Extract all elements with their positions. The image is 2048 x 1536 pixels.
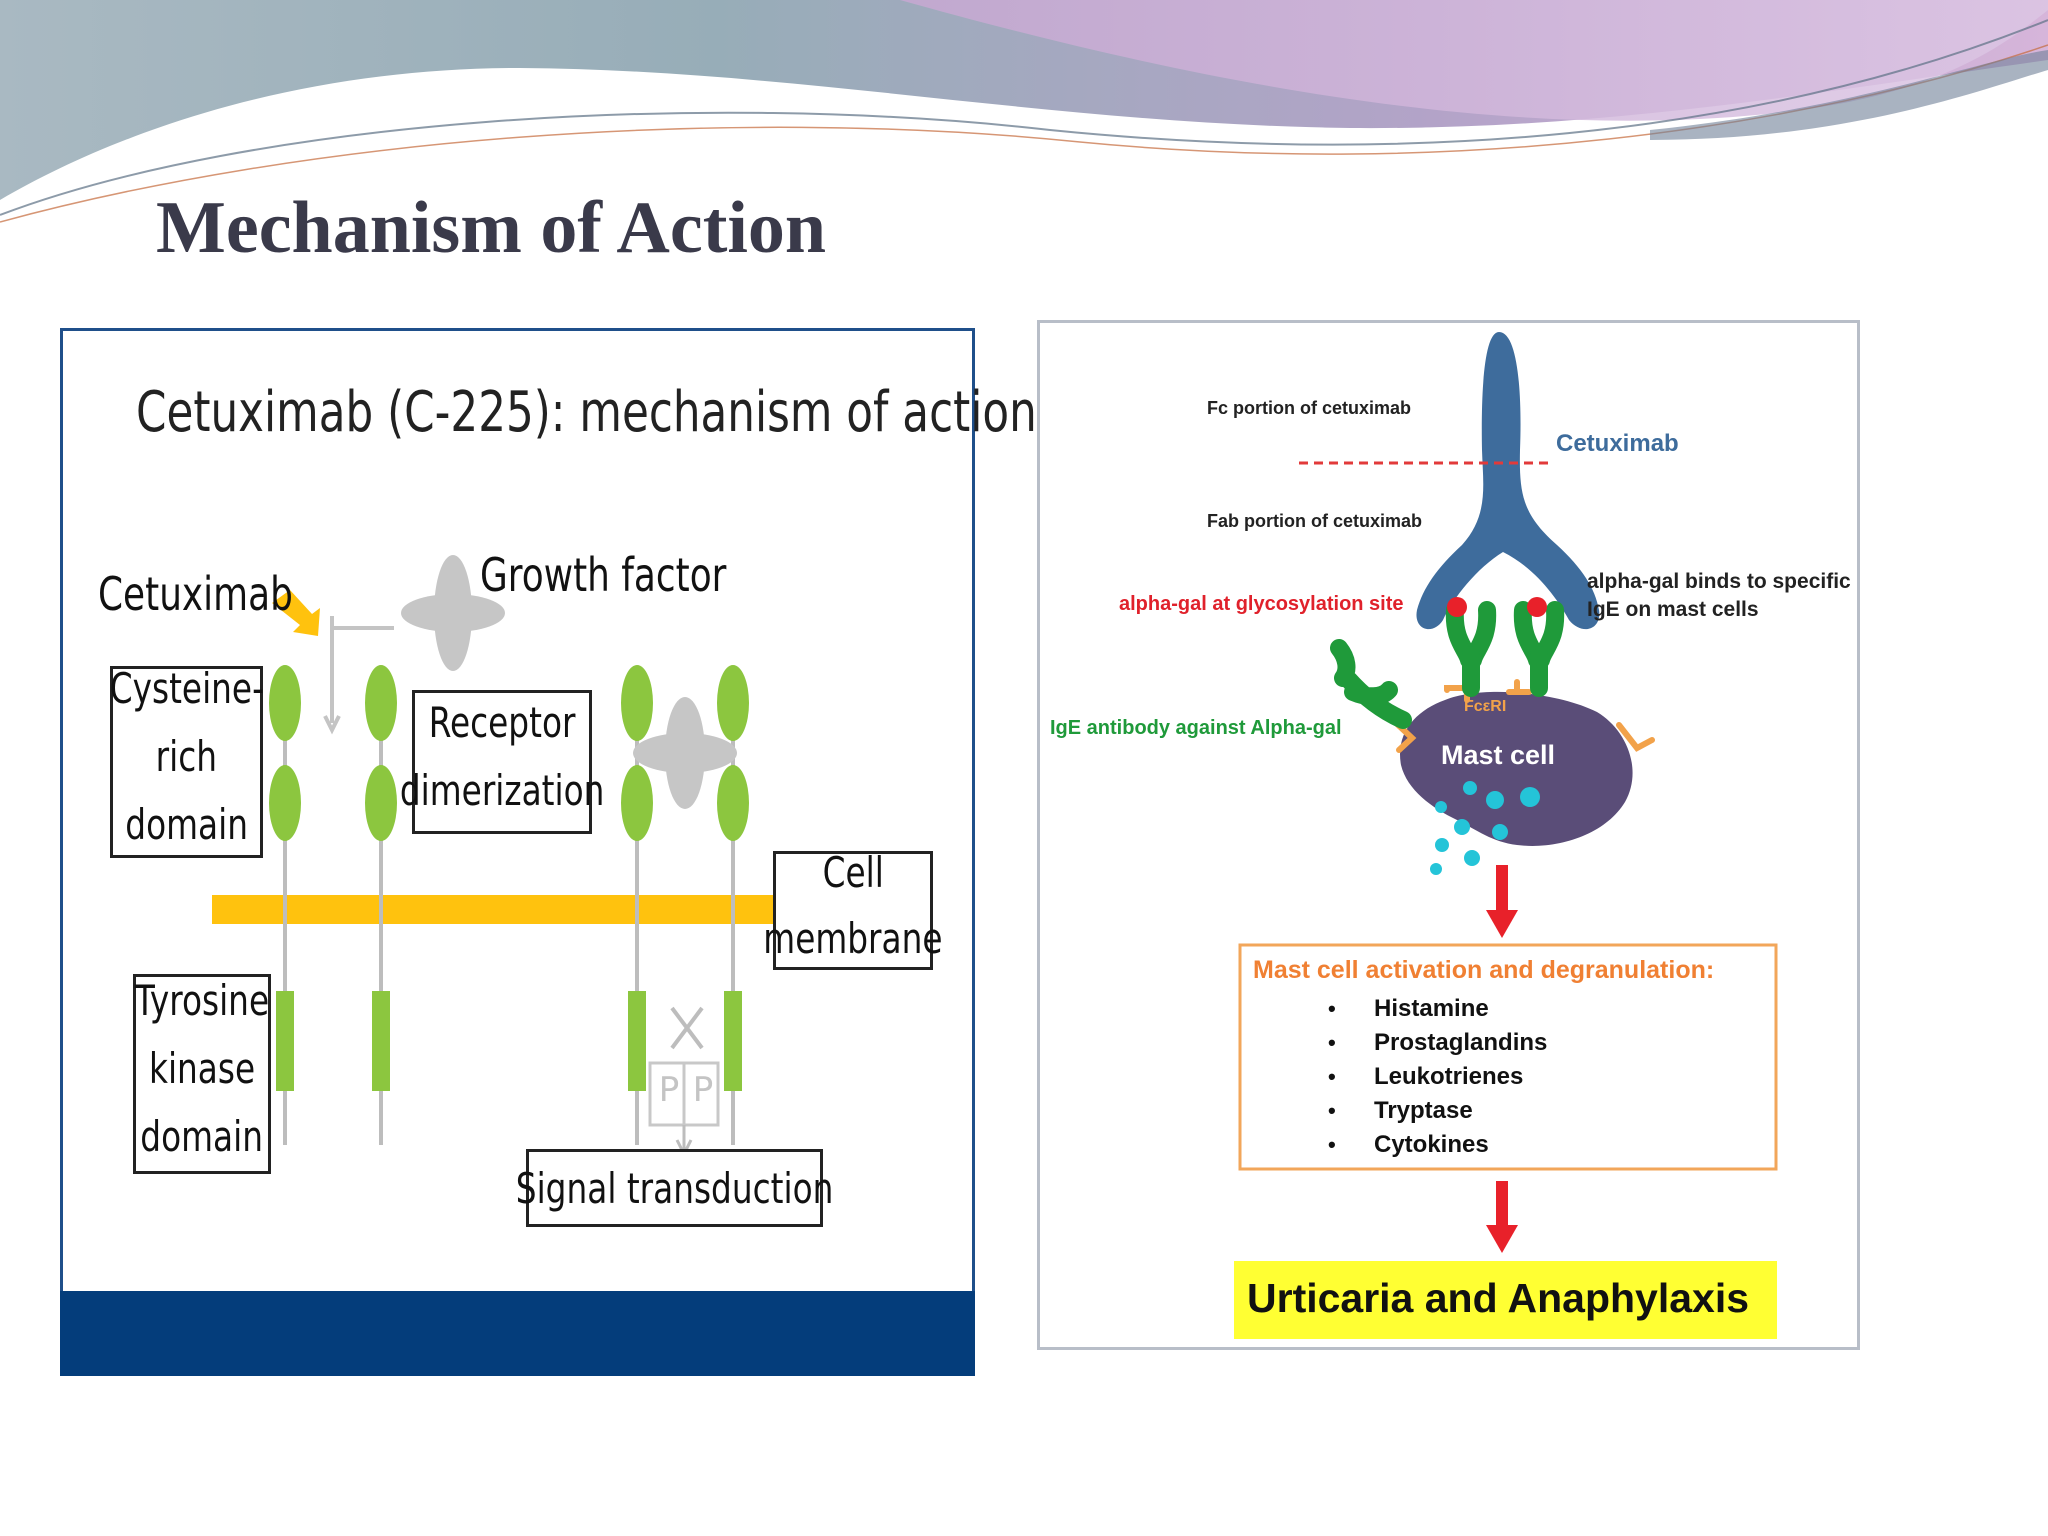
outcome-label: Urticaria and Anaphylaxis: [1247, 1275, 1750, 1321]
cell-membrane-bar: [212, 895, 825, 924]
cell-membrane-box: Cell membrane: [763, 848, 943, 970]
ige-free-antibody: [1330, 639, 1412, 729]
cetuximab-arrow: [272, 590, 320, 636]
tyrosine-kinase-line3: domain: [140, 1112, 264, 1161]
receptor-dimerization-line1: Receptor: [428, 698, 576, 747]
signal-transduction-label: Signal transduction: [515, 1163, 834, 1213]
cetuximab-antibody-shape: [1416, 332, 1600, 630]
outcome-band: [1234, 1261, 1777, 1339]
red-arrow-2: [1486, 1181, 1518, 1253]
alpha-gal-dot-left: [1447, 597, 1467, 617]
alpha-gal-site-label: alpha-gal at glycosylation site: [1119, 593, 1404, 615]
mediator-item: Tryptase: [1312, 1094, 1547, 1128]
header-wave-decoration: [0, 0, 2048, 223]
fab-portion-label: Fab portion of cetuximab: [1207, 511, 1423, 531]
mediator-item: Leukotrienes: [1312, 1060, 1547, 1094]
cetuximab-moa-diagram: Cetuximab (C-225): mechanism of action C…: [60, 328, 1037, 1376]
signal-transduction-box: Signal transduction: [516, 1149, 833, 1227]
bound-growth-factor-shape: [633, 697, 737, 809]
alpha-gal-binds-line1: alpha-gal binds to specific: [1587, 570, 1851, 593]
cysteine-rich-line3: domain: [125, 800, 248, 849]
fceri-label: FcεRI: [1464, 698, 1507, 715]
growth-factor-label: Growth factor: [480, 548, 727, 602]
granules: [1430, 781, 1540, 875]
alpha-gal-dot-right: [1527, 597, 1547, 617]
cysteine-rich-domain-box: Cysteine- rich domain: [109, 664, 264, 858]
red-arrow-1: [1486, 865, 1518, 938]
mast-cell-label: Mast cell: [1441, 740, 1556, 770]
mast-cell-shape: [1400, 691, 1633, 846]
alpha-gal-binds-line2: IgE on mast cells: [1587, 598, 1759, 621]
mediator-item: Cytokines: [1312, 1128, 1547, 1162]
alpha-gal-anaphylaxis-diagram: Fc portion of cetuximab Cetuximab Fab po…: [1037, 320, 1860, 1350]
cetuximab-label: Cetuximab: [98, 567, 293, 621]
footer-band: [60, 1291, 975, 1376]
tyrosine-kinase-domain-box: Tyrosine kinase domain: [133, 974, 271, 1174]
tyrosine-kinase-line2: kinase: [148, 1044, 256, 1093]
cell-membrane-line2: membrane: [763, 913, 943, 963]
mediator-box-title: Mast cell activation and degranulation:: [1253, 956, 1715, 984]
fc-portion-label: Fc portion of cetuximab: [1207, 398, 1412, 418]
slide-title: Mechanism of Action: [156, 187, 827, 269]
tyrosine-kinase-line1: Tyrosine: [134, 976, 270, 1025]
cell-membrane-line1: Cell: [822, 847, 884, 897]
cysteine-rich-line2: rich: [155, 732, 218, 781]
cetuximab-right-label: Cetuximab: [1556, 430, 1679, 457]
ige-antibody-label: IgE antibody against Alpha-gal: [1050, 717, 1342, 739]
phosphate-right-label: P: [692, 1070, 714, 1110]
receptor-dimerization-line2: dimerization: [399, 766, 605, 815]
receptor-dimerization-box: Receptor dimerization: [400, 690, 604, 834]
ige-bound-antibodies: [1445, 601, 1565, 697]
mediator-item: Histamine: [1312, 992, 1547, 1026]
cysteine-rich-line1: Cysteine-: [109, 664, 264, 713]
growth-factor-shape: [401, 555, 505, 671]
left-diagram-title: Cetuximab (C-225): mechanism of action: [136, 380, 1037, 445]
phosphate-left-label: P: [658, 1070, 680, 1110]
mediator-item: Prostaglandins: [1312, 1026, 1547, 1060]
mediator-list: Histamine Prostaglandins Leukotrienes Tr…: [1312, 992, 1547, 1162]
